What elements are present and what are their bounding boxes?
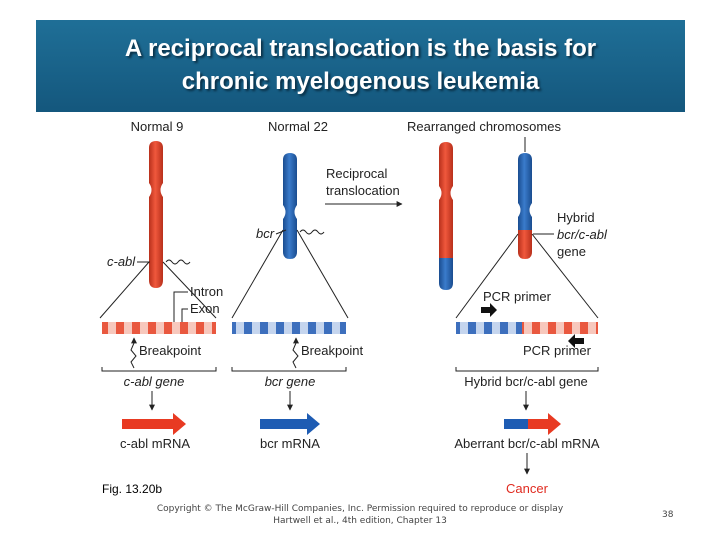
hybrid-strip-c-abl [522,322,598,334]
slide-title-line1: A reciprocal translocation is the basis … [124,35,597,62]
reciprocal-label-2: translocation [326,183,400,198]
bcr-mrna-arrow [260,413,320,435]
hybrid-strip-bcr [456,322,522,334]
intron-pointer [173,291,188,323]
bcr-label: bcr [256,226,275,241]
hybrid-gene-label: Hybrid bcr/c-abl gene [464,374,588,389]
pcr-primer-bottom-label: PCR primer [523,343,592,358]
chromosome-22 [283,153,297,259]
figure-caption: Fig. 13.20b [102,482,163,496]
exon-label: Exon [190,301,220,316]
bcr-gene-strip [232,322,346,334]
breakpoint-c-abl-squiggle [130,342,137,369]
pcr-primer-forward-arrow [481,303,497,317]
bcr-mrna-label: bcr mRNA [260,436,320,451]
hybrid-label-3: gene [557,244,586,259]
title-banner: A reciprocal translocation is the basis … [36,20,685,112]
bcr-gene-label: bcr gene [265,374,316,389]
pcr-primer-top-label: PCR primer [483,289,552,304]
chromosome-9 [149,141,163,288]
hybrid-label-2: bcr/c-abl [557,227,608,242]
bcr-squiggle [299,229,325,235]
intron-label: Intron [190,284,223,299]
slide-title-line2: chronic myelogenous leukemia [181,68,540,95]
citation-line: Hartwell et al., 4th edition, Chapter 13 [273,516,447,526]
rearranged-chromosome-9 [439,142,453,290]
aberrant-mrna-label: Aberrant bcr/c-abl mRNA [454,436,600,451]
breakpoint-c-abl-label: Breakpoint [139,343,202,358]
zoom-lines [99,229,599,319]
copyright-line: Copyright © The McGraw-Hill Companies, I… [156,504,564,514]
reciprocal-label-1: Reciprocal [326,166,388,181]
pcr-primer-reverse-arrow [568,334,584,348]
c-abl-squiggle [165,259,191,265]
header-rearranged: Rearranged chromosomes [407,119,561,134]
c-abl-gene-strip [102,322,216,334]
exon-pointer [181,308,188,323]
c-abl-label: c-abl [107,254,136,269]
header-normal-22: Normal 22 [268,119,328,134]
gene-brackets [101,367,599,372]
philadelphia-chromosome [518,153,532,259]
breakpoint-bcr-label: Breakpoint [301,343,364,358]
aberrant-mrna-c-abl-part [528,413,561,435]
aberrant-mrna-bcr-part [504,419,528,429]
cancer-label: Cancer [506,481,549,496]
hybrid-label-1: Hybrid [557,210,595,225]
bcr-pointer [275,229,287,235]
page-number: 38 [662,510,674,520]
c-abl-mrna-arrow [122,413,186,435]
header-normal-9: Normal 9 [131,119,184,134]
breakpoint-bcr-squiggle [292,342,299,369]
c-abl-mrna-label: c-abl mRNA [120,436,190,451]
c-abl-gene-label: c-abl gene [124,374,185,389]
